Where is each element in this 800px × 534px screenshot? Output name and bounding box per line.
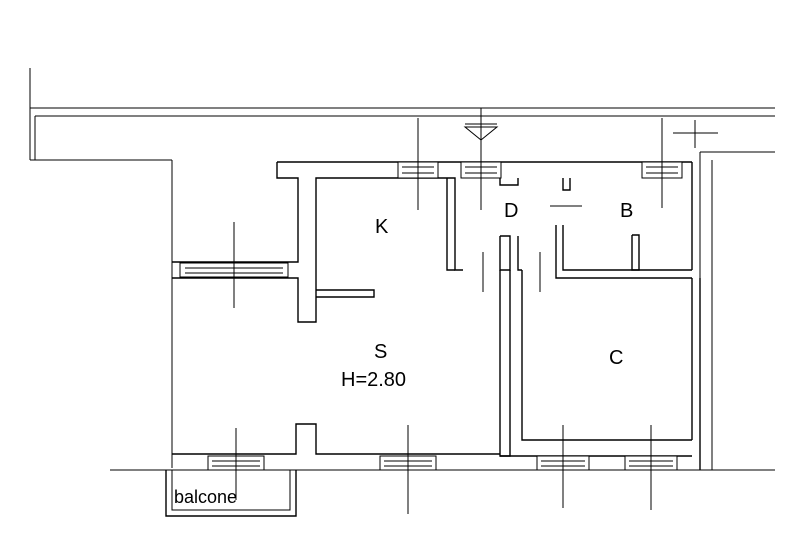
room-label-bedroom: C [609, 347, 623, 369]
room-label-kitchen: K [375, 216, 389, 238]
window-living-bottom [379, 425, 437, 514]
entrance-marker-icon [463, 108, 499, 210]
window-balcony-bottom [207, 428, 265, 500]
window-kitchen-top [397, 118, 439, 210]
window-bath-top [641, 118, 683, 208]
room-label-living: S [374, 341, 387, 363]
reference-cross-mark [673, 120, 718, 148]
window-living-left [179, 222, 289, 308]
outer-wall-top [29, 68, 775, 471]
ceiling-height-label: H=2.80 [341, 369, 406, 391]
balcony-outline [165, 470, 297, 517]
balcony-label: balcone [174, 487, 237, 507]
apartment-walls [172, 161, 701, 470]
room-label-hall: D [504, 200, 518, 222]
room-label-bathroom: B [620, 200, 633, 222]
window-bedroom-bottom-right [624, 425, 678, 510]
window-bedroom-bottom-left [536, 425, 590, 508]
